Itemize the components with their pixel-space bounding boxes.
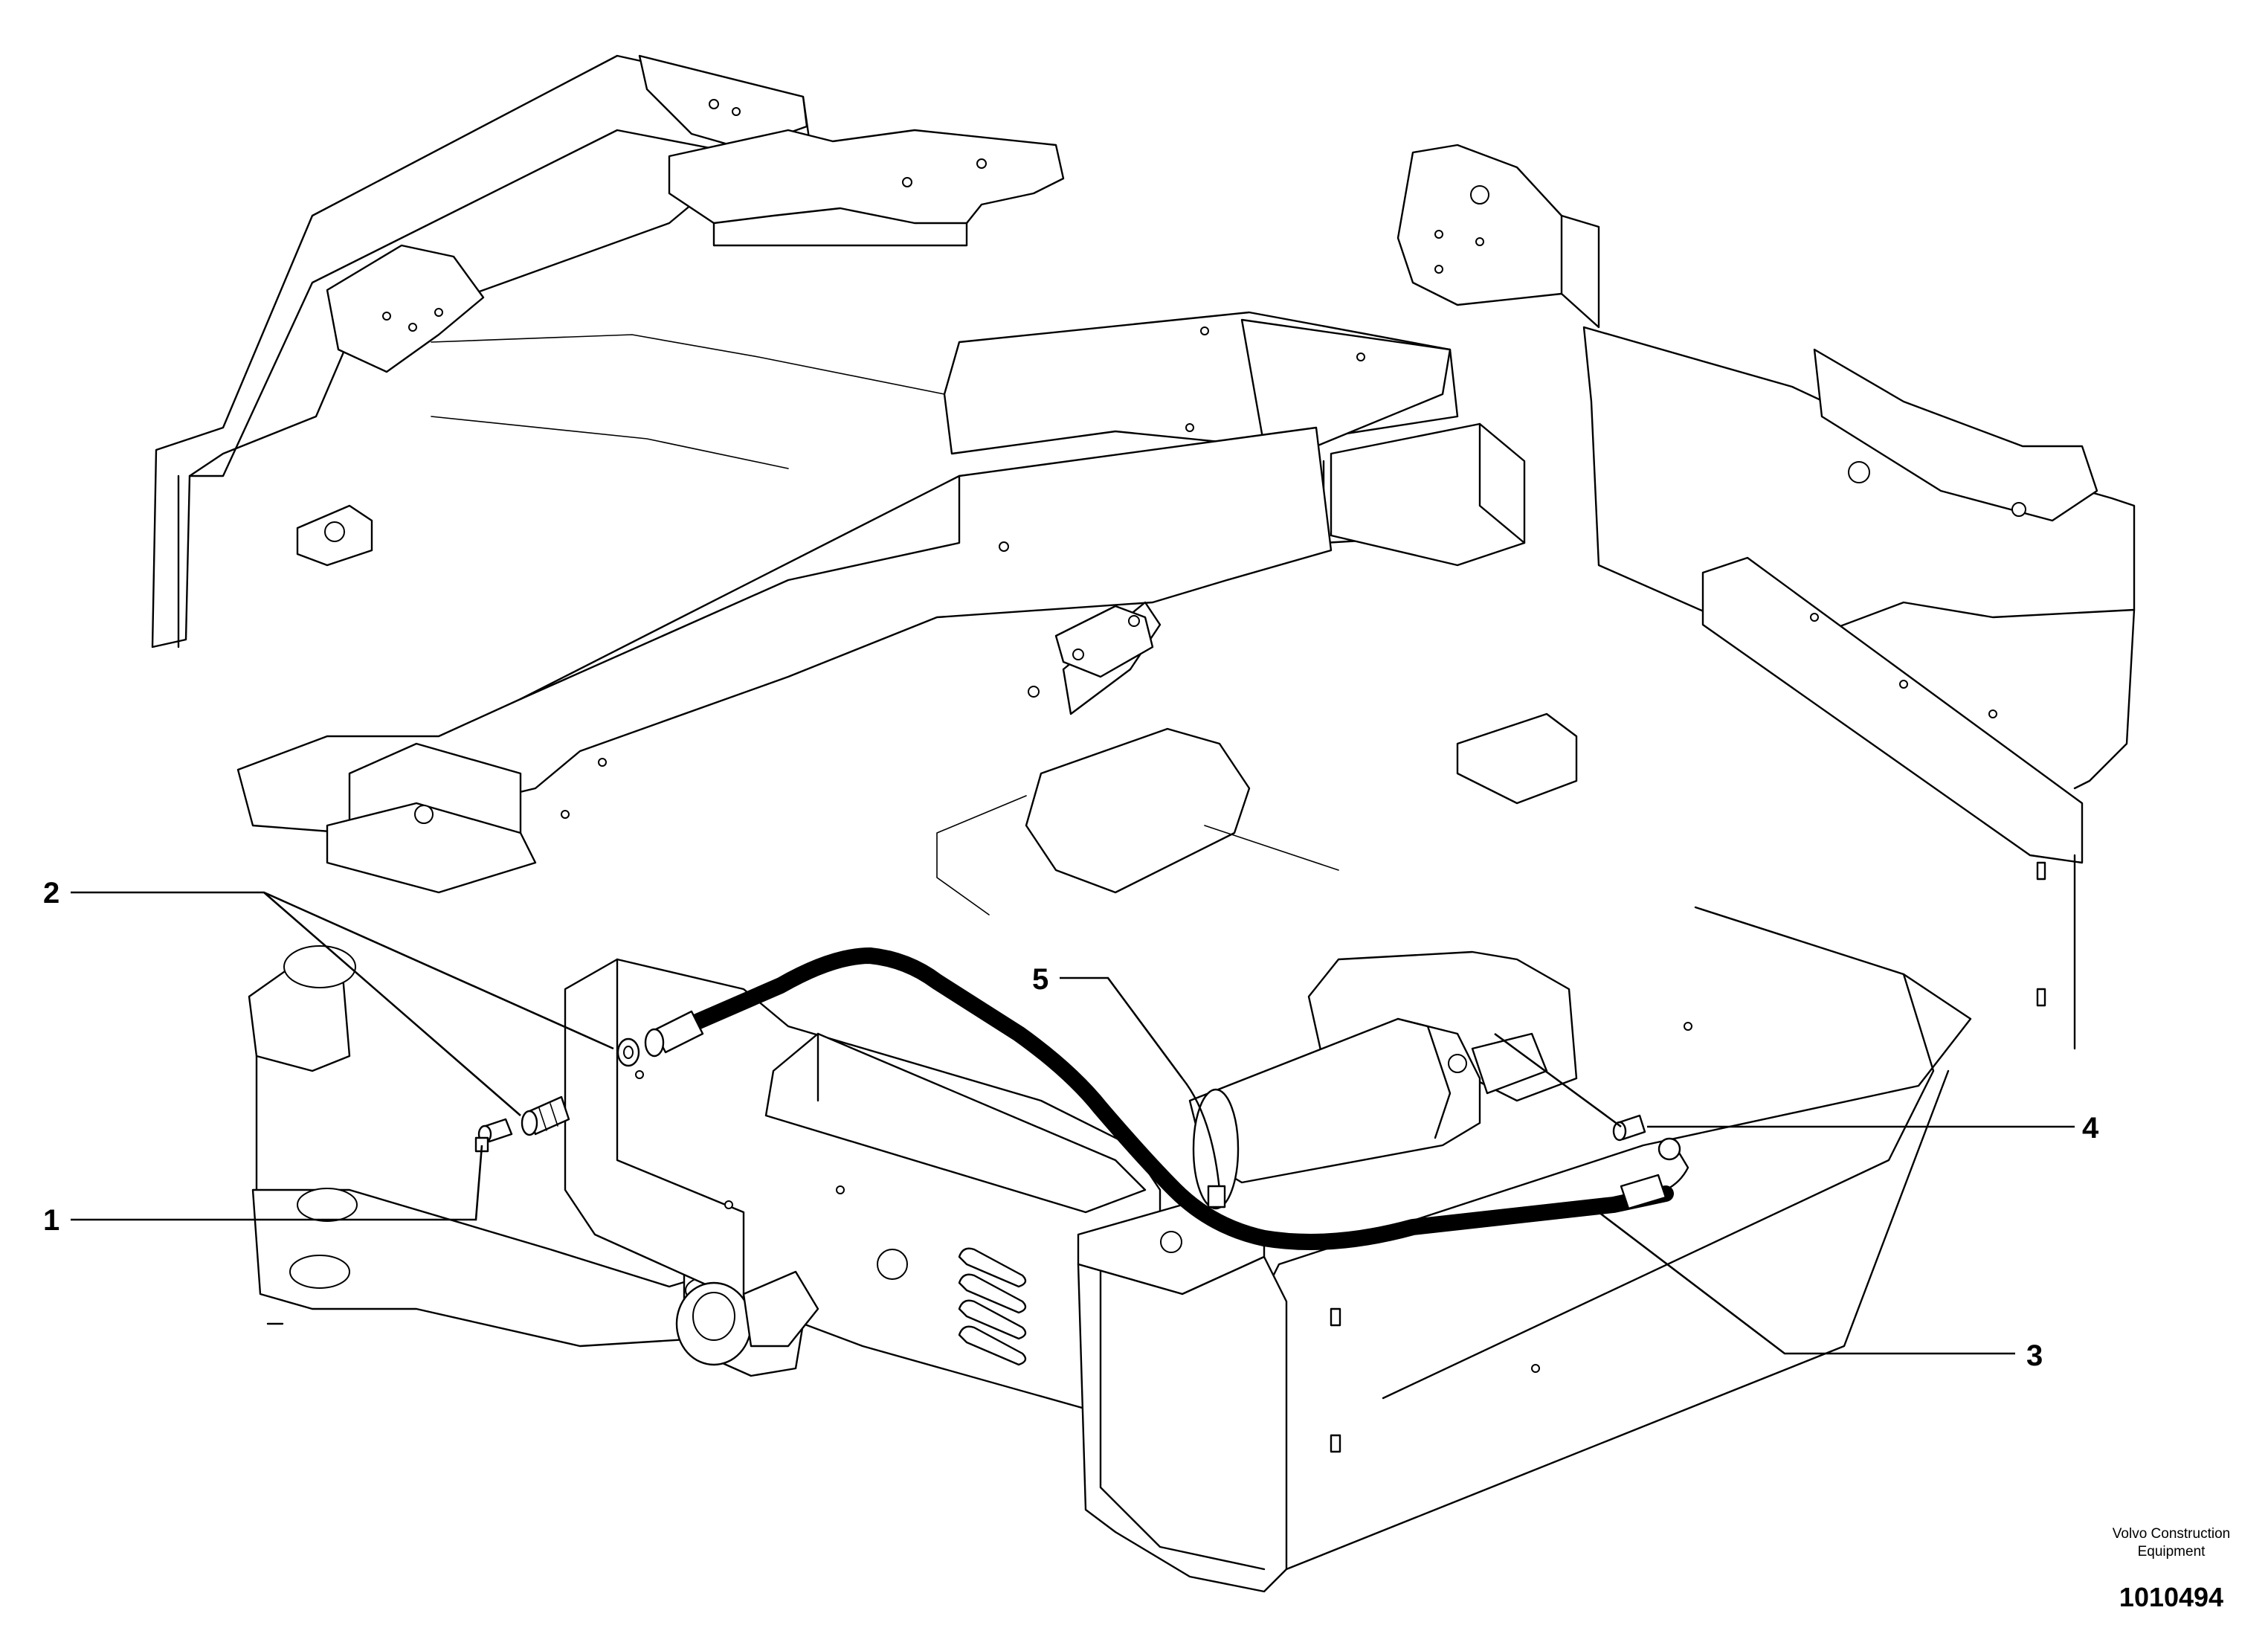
callout-label-3: 3 xyxy=(2026,1339,2043,1372)
leader-lines xyxy=(71,891,2075,1355)
cylinder-assembly xyxy=(1181,950,1578,1210)
publisher-name: Volvo Construction xyxy=(2113,1526,2230,1542)
upper-frame xyxy=(151,54,2136,1400)
track-frame xyxy=(564,958,1162,1415)
hydraulic-hose xyxy=(644,947,1689,1250)
publisher-suffix: Equipment xyxy=(2138,1544,2206,1560)
callout-label-5: 5 xyxy=(1032,963,1048,996)
callout-label-2: 2 xyxy=(43,877,59,910)
illustration-number: 1010494 xyxy=(2119,1582,2223,1612)
callout-label-1: 1 xyxy=(43,1204,59,1237)
fittings xyxy=(474,1037,1646,1153)
callout-label-4: 4 xyxy=(2082,1112,2099,1145)
